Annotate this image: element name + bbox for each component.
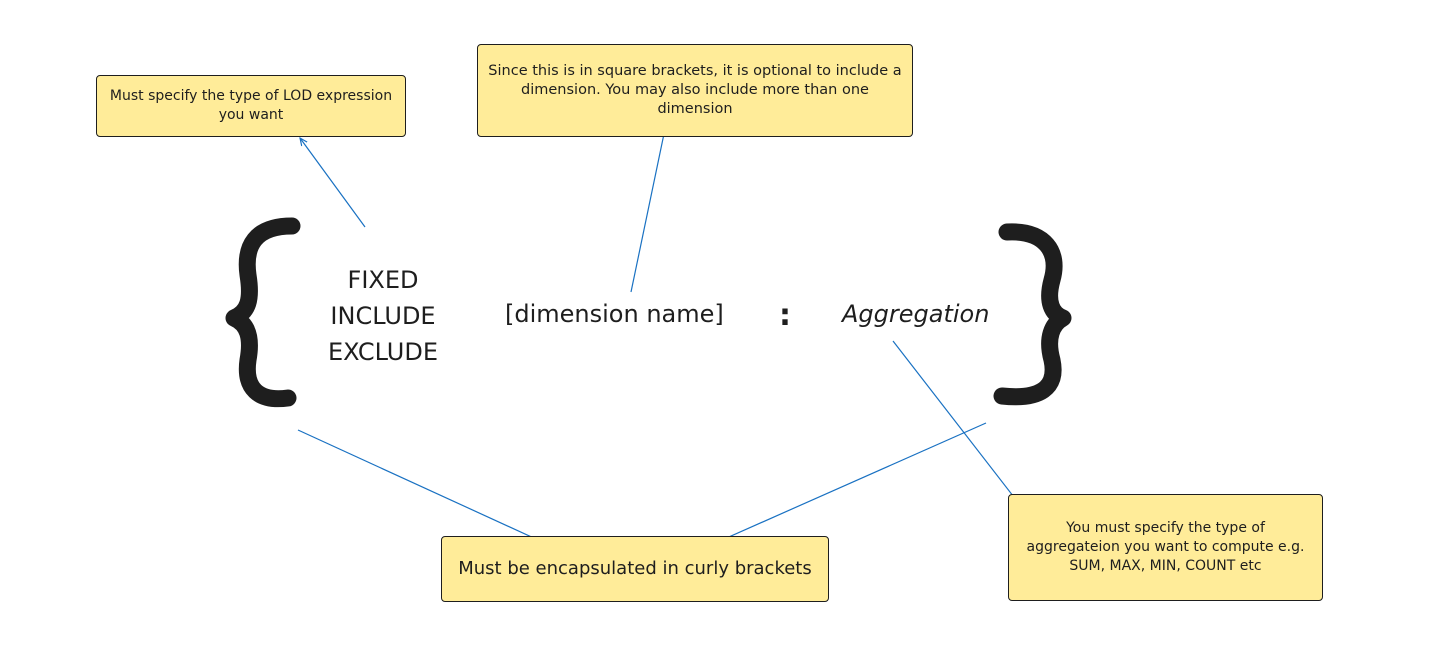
lod-type-include: INCLUDE bbox=[330, 302, 436, 330]
arrow-left-brace-to-curly-note bbox=[297, 429, 549, 545]
arrow-right-brace-to-curly-note bbox=[713, 422, 987, 544]
lod-type-fixed: FIXED bbox=[347, 266, 419, 294]
dimension-note: Since this is in square brackets, it is … bbox=[477, 44, 913, 137]
arrow-to-aggregation-note bbox=[892, 340, 1034, 523]
arrow-to-lod-note bbox=[300, 138, 366, 228]
left-curly-brace bbox=[225, 217, 301, 408]
aggregation-note-text: You must specify the type of aggregateio… bbox=[1026, 520, 1305, 574]
curly-brackets-note-text: Must be encapsulated in curly brackets bbox=[458, 558, 812, 579]
dimension-note-text: Since this is in square brackets, it is … bbox=[488, 63, 902, 117]
lod-type-list: FIXED INCLUDE EXCLUDE bbox=[300, 262, 466, 370]
dimension-placeholder: [dimension name] bbox=[505, 300, 724, 328]
separator-colon: : bbox=[779, 298, 791, 333]
curly-brackets-note: Must be encapsulated in curly brackets bbox=[441, 536, 829, 602]
arrow-to-dimension-note bbox=[630, 129, 665, 293]
right-curly-brace bbox=[993, 223, 1072, 406]
lod-type-exclude: EXCLUDE bbox=[327, 338, 438, 366]
aggregation-note: You must specify the type of aggregateio… bbox=[1008, 494, 1323, 601]
lod-type-note: Must specify the type of LOD expression … bbox=[96, 75, 406, 137]
aggregation-placeholder: Aggregation bbox=[842, 300, 990, 328]
lod-type-note-text: Must specify the type of LOD expression … bbox=[109, 88, 393, 123]
